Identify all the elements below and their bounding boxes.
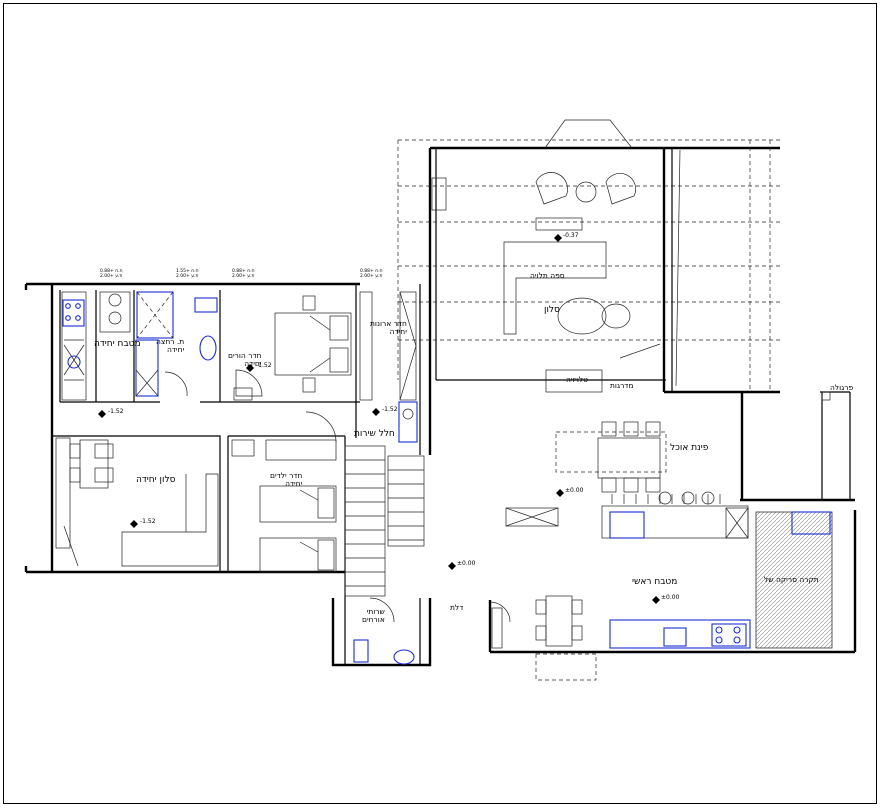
main-kitchen-counter — [609, 619, 751, 649]
left-unit-walls — [24, 282, 421, 600]
hatched-ceiling-area — [755, 511, 833, 649]
level-label-service: -1.52 — [382, 406, 398, 413]
room-label-entrance: דלת — [450, 603, 464, 612]
label-tv: טלויזיה — [566, 375, 589, 384]
room-label-main-kitchen: מטבח ראשי — [632, 577, 678, 587]
outdoor-structure — [820, 391, 851, 500]
bed-icon — [274, 312, 352, 376]
room-label-living: סלון — [544, 305, 560, 315]
stairs-icon — [305, 411, 425, 597]
living-furniture — [431, 172, 661, 393]
sink-icon — [663, 627, 687, 647]
room-label-parents: חדר הורים יחידה — [228, 351, 262, 368]
guest-wc — [331, 597, 432, 667]
shower-icon — [136, 291, 174, 339]
bay-window — [544, 119, 633, 149]
main-house-walls — [428, 146, 857, 654]
door-swing-icon — [489, 601, 511, 623]
room-label-guest-wc: שרותי אורחים — [362, 607, 385, 624]
sill-label-d: ת.ח +0.88 ת.ע +2.00 — [360, 269, 383, 279]
sink-icon — [393, 649, 415, 665]
room-label-dining: פינת אוכל — [670, 443, 709, 453]
sink-icon — [609, 511, 645, 539]
room-label-unit-living: סלון יחידה — [136, 475, 176, 485]
unit-bathroom — [99, 291, 218, 397]
wardrobe-room — [359, 291, 418, 443]
label-hanging-sofa: ספה תלויה — [530, 271, 565, 280]
toilet-icon — [353, 639, 369, 663]
level-label-unit-living: -1.52 — [140, 518, 156, 525]
level-markers — [98, 234, 660, 604]
table-icon — [597, 437, 661, 479]
toilet-icon — [194, 297, 218, 313]
room-label-kids: חדר ילדים יחידה — [270, 471, 303, 488]
level-label-parents: -1.52 — [256, 362, 272, 369]
dining-table — [555, 421, 667, 493]
kitchen-dining-set — [535, 595, 597, 681]
room-label-unit-kitchen: מטבח יחידה — [94, 339, 141, 349]
label-outdoor: פרגולה — [830, 383, 854, 392]
level-label-unit-kitchen: -1.52 — [108, 408, 124, 415]
level-label-kitchen: ±0.00 — [661, 594, 680, 601]
level-label-entrance: ±0.00 — [457, 560, 476, 567]
sheet-frame — [3, 3, 877, 804]
tv-unit — [545, 369, 603, 393]
kids-room — [259, 439, 337, 573]
sill-label-b: ת.ח +1.55 ת.ע +2.00 — [176, 269, 199, 279]
sink-icon — [791, 511, 831, 535]
room-label-storage: חדר ארונות יחידה — [370, 319, 407, 336]
sink-icon — [199, 335, 217, 361]
bed-icon — [259, 537, 337, 573]
sofa-icon — [121, 473, 219, 567]
label-floor-note: תקרה סריקה של — [764, 575, 819, 584]
parents-bedroom — [233, 295, 352, 401]
roof-beams — [397, 139, 780, 392]
room-label-service: חלל שירות — [354, 429, 395, 439]
sill-label-a: ת.ח +0.88 ת.ע +2.00 — [100, 269, 123, 279]
washer-icon — [398, 401, 418, 443]
sofa-icon — [503, 241, 607, 335]
table-icon — [79, 439, 109, 489]
room-label-unit-shower: ת. רחצה יחידה — [156, 337, 185, 354]
stove-icon — [711, 623, 747, 647]
kitchen-island — [505, 491, 749, 539]
unit-kitchen-counter — [61, 291, 87, 401]
label-beam-note: מדרגות — [610, 381, 634, 390]
sink-icon — [67, 355, 81, 369]
table-icon — [545, 595, 573, 647]
level-label-living: -0.37 — [563, 232, 579, 239]
stove-icon — [62, 299, 85, 327]
unit-living — [55, 437, 255, 567]
level-label-dining: ±0.00 — [565, 487, 584, 494]
bed-icon — [259, 485, 337, 523]
sill-label-c: ת.ח +0.88 ת.ע +2.00 — [232, 269, 255, 279]
table-icon — [557, 297, 607, 335]
